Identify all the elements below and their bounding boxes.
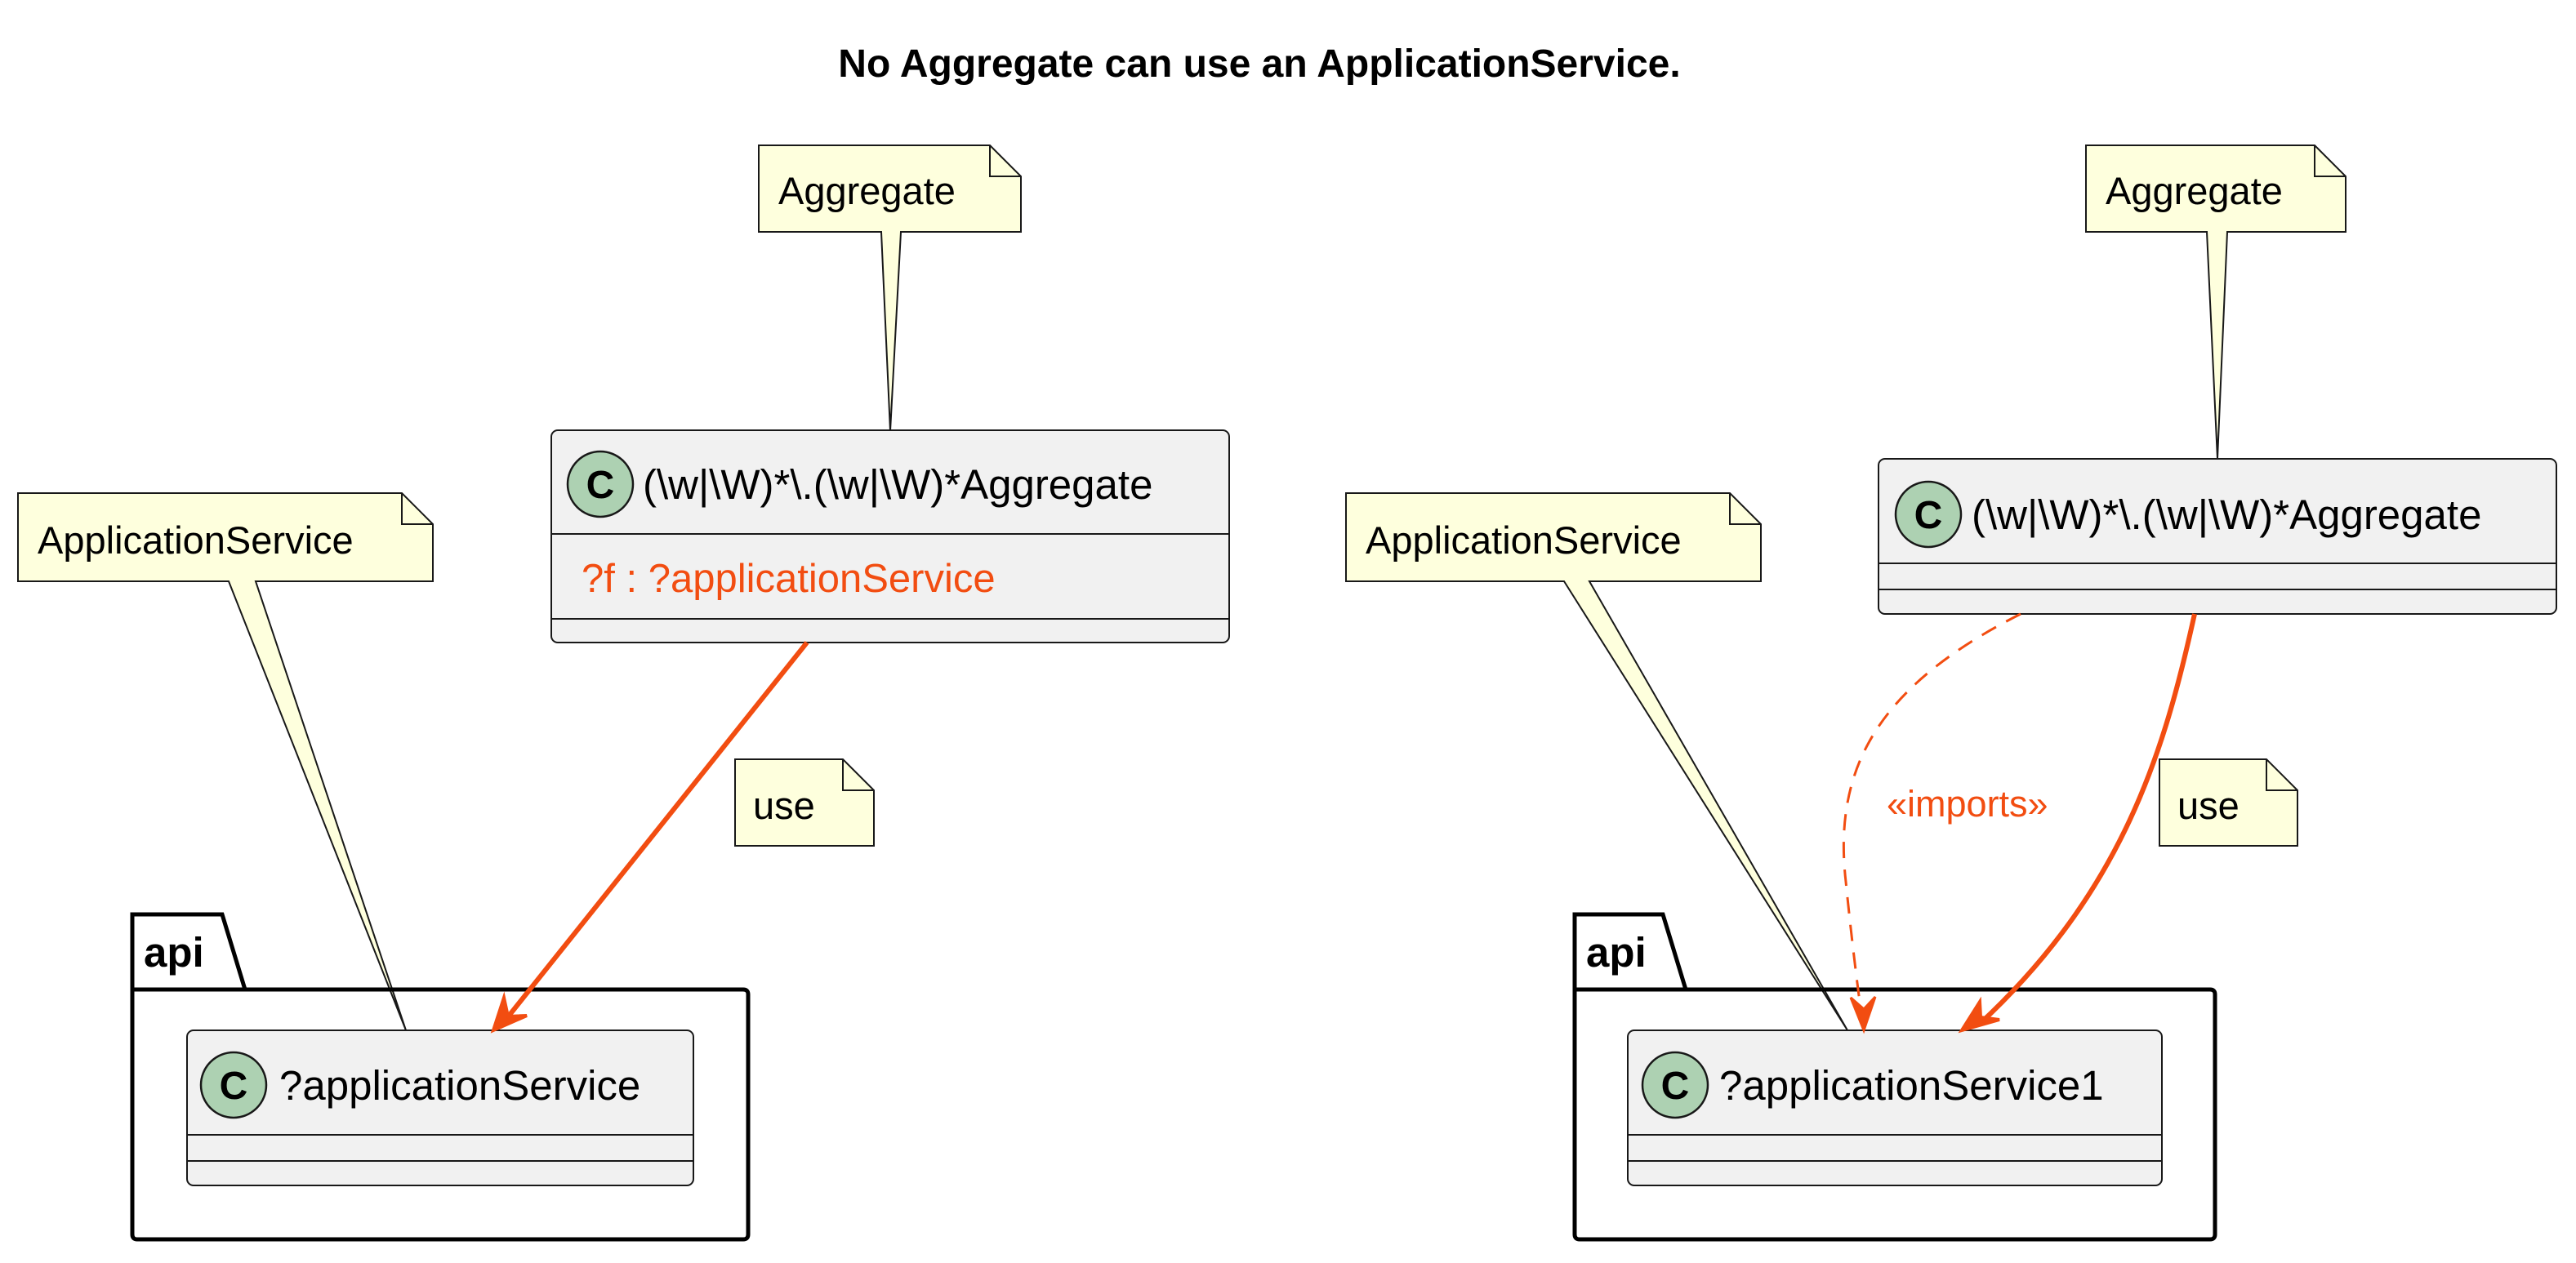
class-icon — [1641, 1051, 1709, 1119]
right-use-note: use — [2159, 758, 2298, 847]
class-icon-letter: C — [586, 464, 615, 507]
right-use-arrow — [1958, 613, 2197, 1034]
class-icon-letter: C — [1914, 494, 1943, 537]
class-icon-letter: C — [220, 1065, 248, 1108]
left-api-package-name: api — [144, 929, 204, 976]
diagram-title: No Aggregate can use an ApplicationServi… — [838, 42, 1680, 86]
class-icon — [199, 1051, 268, 1119]
left-aggregate-class-name: (\w|\W)*\.(\w|\W)*Aggregate — [643, 461, 1152, 508]
left-use-note-text: use — [753, 784, 815, 827]
right-service-note-text: ApplicationService — [1366, 518, 1682, 562]
right-imports-arrow: «imports» — [1842, 612, 2048, 1034]
class-icon-letter: C — [1661, 1065, 1690, 1108]
left-aggregate-class: C (\w|\W)*\.(\w|\W)*Aggregate ?f : ?appl… — [550, 429, 1230, 643]
left-service-note-text: ApplicationService — [38, 518, 354, 562]
left-use-note: use — [734, 758, 875, 847]
left-api-package: api — [130, 912, 751, 1242]
right-use-note-text: use — [2177, 784, 2240, 827]
left-service-note: ApplicationService — [17, 492, 434, 1031]
right-service-class-name: ?applicationService1 — [1719, 1062, 2104, 1109]
right-aggregate-note-text: Aggregate — [2106, 169, 2283, 212]
left-aggregate-field: ?f : ?applicationService — [582, 557, 996, 601]
left-aggregate-note-text: Aggregate — [778, 169, 956, 212]
imports-label: «imports» — [1887, 783, 2048, 825]
left-aggregate-note: Aggregate — [758, 145, 1022, 432]
right-aggregate-class-name: (\w|\W)*\.(\w|\W)*Aggregate — [1972, 491, 2481, 538]
left-service-class: C ?applicationService — [186, 1030, 694, 1186]
right-aggregate-class: C (\w|\W)*\.(\w|\W)*Aggregate — [1878, 458, 2557, 615]
left-use-arrow — [490, 641, 809, 1034]
class-icon — [566, 450, 635, 518]
right-api-package-name: api — [1586, 929, 1647, 976]
right-aggregate-note: Aggregate — [2085, 145, 2346, 460]
right-service-class: C ?applicationService1 — [1627, 1030, 2163, 1186]
right-service-note: ApplicationService — [1345, 492, 1848, 1031]
left-service-class-name: ?applicationService — [279, 1062, 640, 1109]
right-api-package: api — [1572, 912, 2217, 1242]
class-icon — [1894, 480, 1963, 549]
